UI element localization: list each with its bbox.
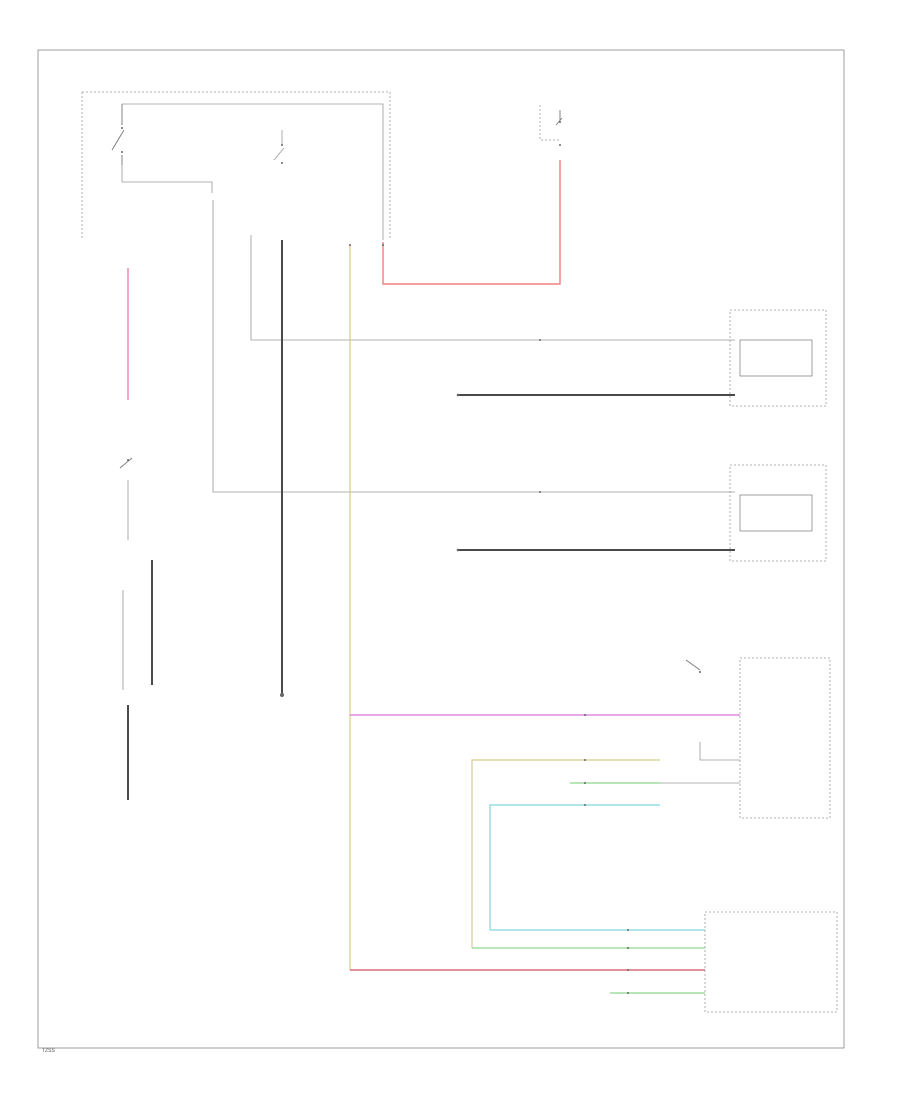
switch-left-icon <box>111 104 125 165</box>
fuse-outline-right <box>539 105 560 141</box>
gray-wire-module <box>699 742 740 761</box>
footer-code: TZSS <box>42 1048 55 1054</box>
wire-pin-c <box>212 260 735 493</box>
driver-sensor-inner <box>739 494 813 532</box>
switch-left-lower-icon <box>119 457 133 469</box>
diagram-border <box>37 49 845 1049</box>
cyan-loop-wire <box>489 804 660 930</box>
supply-wire-top <box>122 103 384 240</box>
fuse-block-outline <box>81 91 391 238</box>
wire-switch-2 <box>273 130 285 161</box>
red-power-wire <box>382 160 561 285</box>
wire-pin-b <box>250 235 735 341</box>
hvac-control-module-box <box>739 657 831 819</box>
fuse-icon <box>555 110 563 146</box>
driver-sensor-box <box>729 464 827 562</box>
seat-control-module-box <box>704 911 838 1013</box>
connector-dots <box>349 244 629 994</box>
switch-right-icon <box>685 659 701 673</box>
tan-loop-wire <box>471 759 660 948</box>
ground-point <box>280 693 284 697</box>
wire-heated-seat-element <box>121 165 213 193</box>
passenger-sensor-inner <box>739 339 813 377</box>
passenger-sensor-box <box>729 309 827 407</box>
